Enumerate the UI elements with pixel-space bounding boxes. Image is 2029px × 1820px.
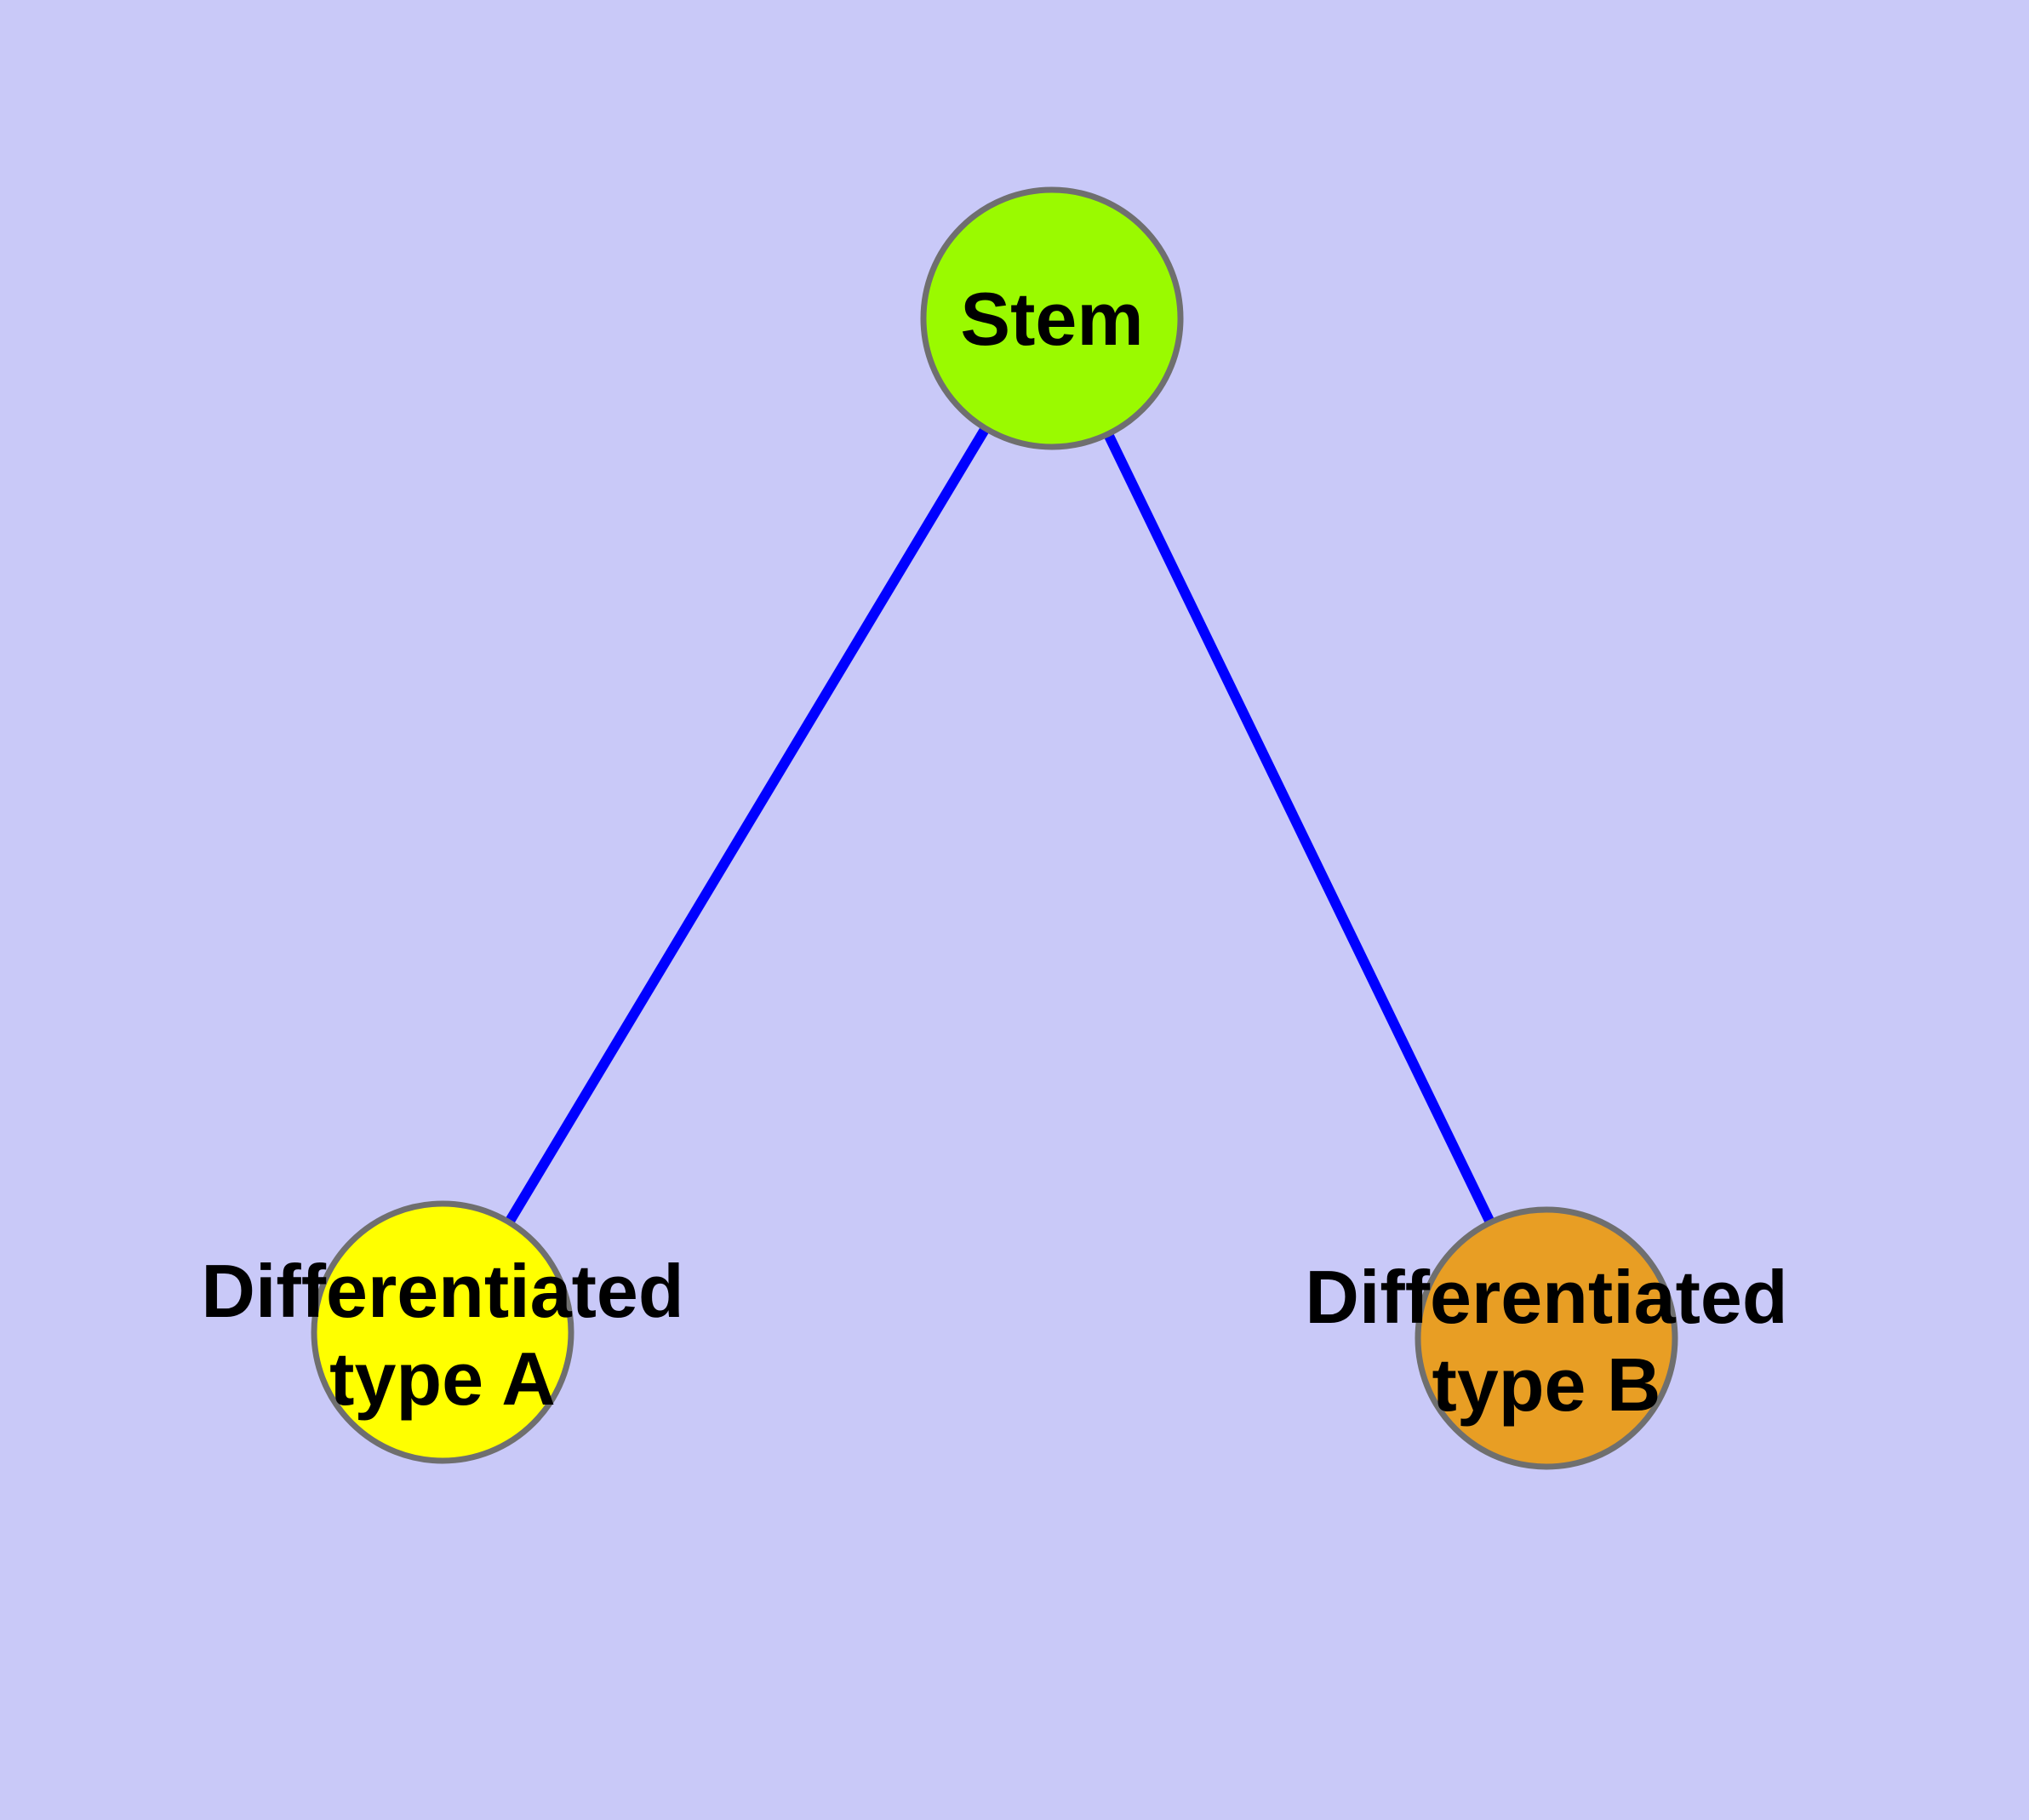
node-differentiated-type-a-label-line1: Differentiated bbox=[201, 1249, 683, 1333]
node-stem bbox=[920, 186, 1184, 450]
node-differentiated-type-a-label-line2: type A bbox=[329, 1336, 556, 1421]
node-differentiated-type-b-label-line2: type B bbox=[1432, 1342, 1661, 1427]
edge-stem-to-type-b bbox=[1103, 432, 1495, 1225]
node-differentiated-type-a bbox=[311, 1200, 574, 1464]
node-differentiated-type-b-label-line1: Differentiated bbox=[1305, 1255, 1787, 1339]
edge-stem-to-type-a bbox=[504, 425, 991, 1226]
node-stem-label: Stem bbox=[960, 277, 1143, 361]
node-differentiated-type-b bbox=[1415, 1206, 1678, 1470]
